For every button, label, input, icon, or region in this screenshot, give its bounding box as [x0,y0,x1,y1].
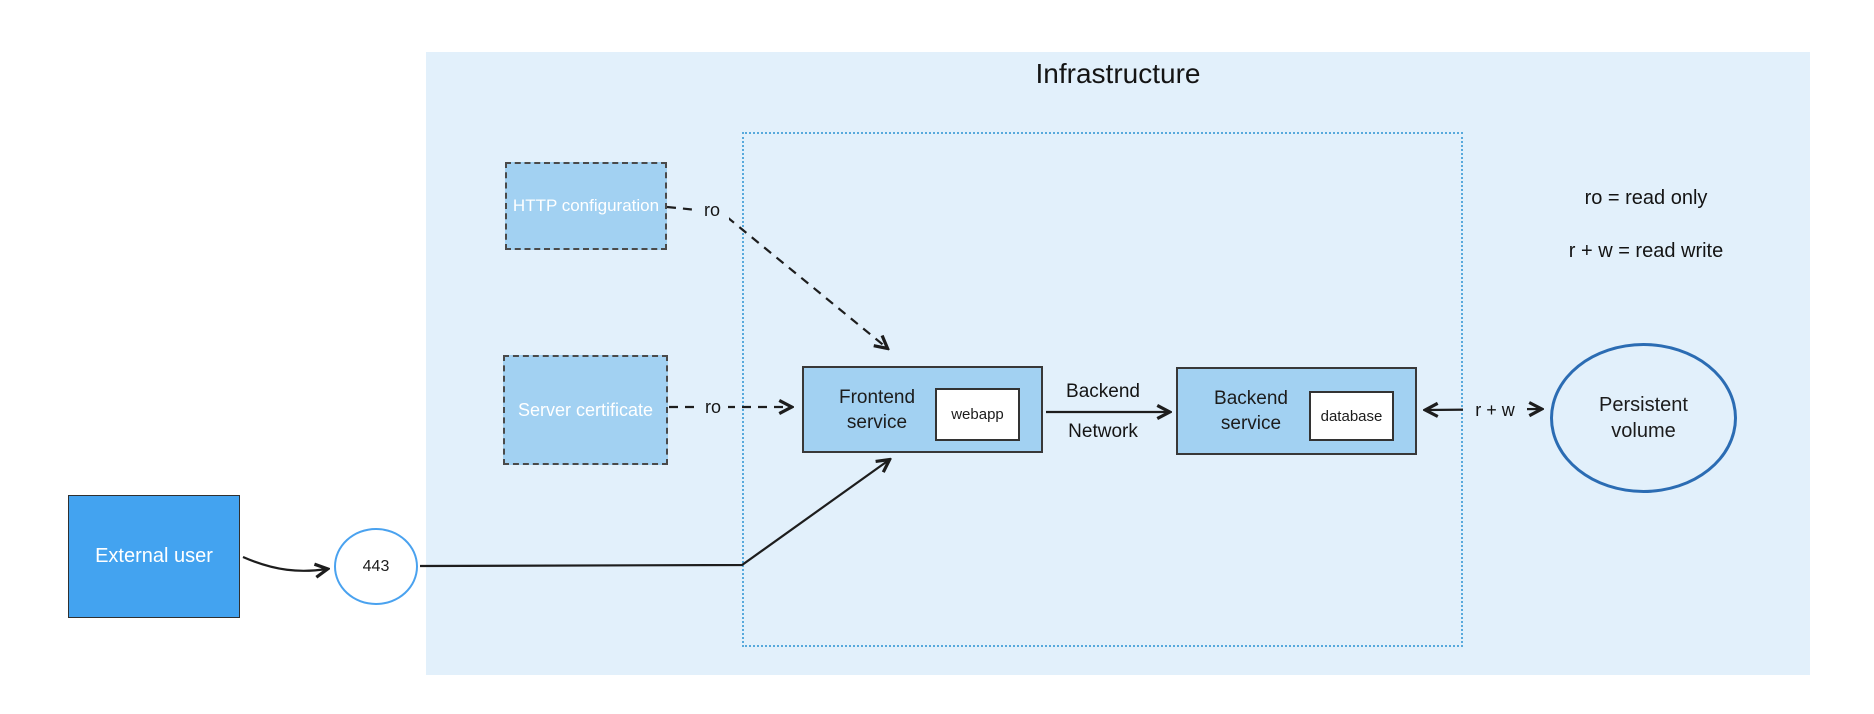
node-external-user: External user [68,495,240,618]
edge-label-backend-network-line1: Backend [1066,381,1140,402]
port-443-label: 443 [362,557,390,575]
edge-label-read-write: r + w [1463,397,1527,423]
node-persistent-volume: Persistent volume [1550,343,1737,493]
node-database: database [1309,391,1394,441]
edge-label-ro-cert: ro [698,395,728,419]
diagram-title: Infrastructure [1035,58,1201,89]
node-port-443: 443 [334,528,418,605]
node-frontend-service: Frontend service webapp [802,366,1043,453]
arrow-external-user-to-port [242,555,327,571]
node-webapp: webapp [935,388,1020,441]
node-backend-service: Backend service database [1176,367,1417,455]
external-user-label: External user [95,545,213,567]
persistent-volume-label: Persistent volume [1599,394,1688,442]
edge-label-backend-network-line2: Network [1068,421,1138,442]
legend-read-write: r + w = read write [1568,240,1724,262]
edge-label-ro-http: ro [695,198,729,222]
backend-service-label: Backend service [1214,388,1288,434]
http-configuration-label: HTTP configuration [512,196,660,215]
frontend-service-label: Frontend service [838,386,916,433]
server-certificate-label: Server certificate [517,399,654,420]
database-label: database [1320,407,1383,425]
cluster-boundary [742,132,1463,647]
webapp-label: webapp [951,406,1004,423]
legend-read-only: ro = read only [1584,187,1708,209]
node-server-certificate: Server certificate [503,355,668,465]
node-http-configuration: HTTP configuration [505,162,667,250]
